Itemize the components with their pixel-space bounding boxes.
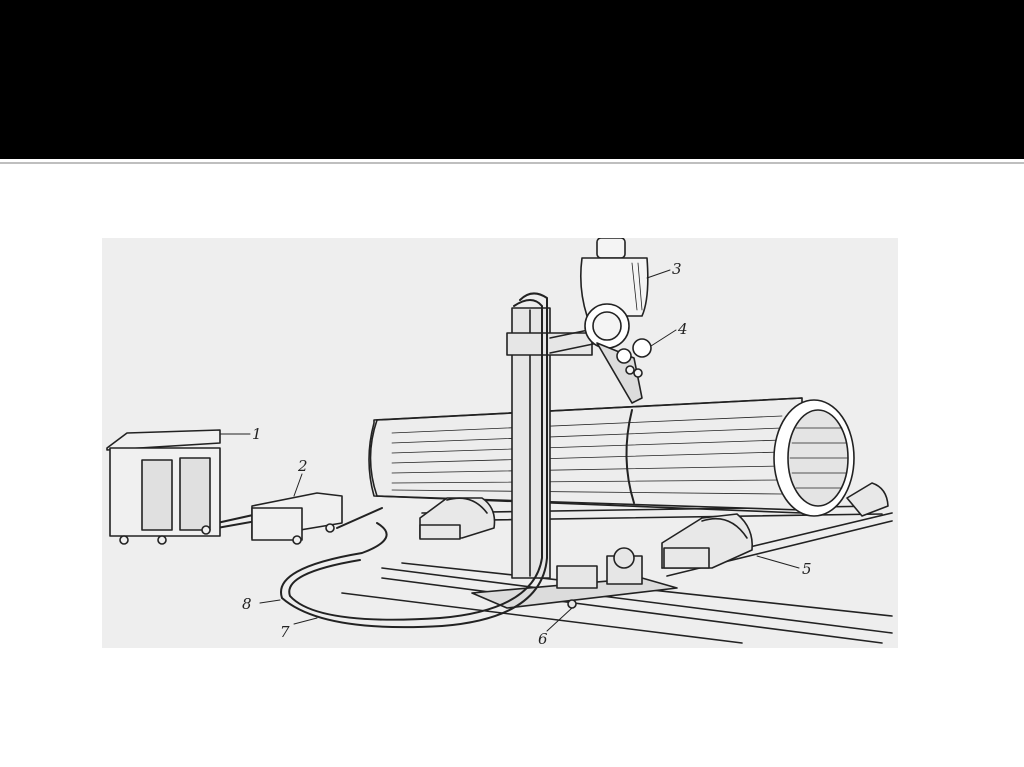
roller-rear-right: [846, 482, 889, 517]
label-4: 4: [677, 320, 688, 338]
roller-rear-left: [419, 497, 496, 540]
slide-title-bar: [0, 0, 1024, 159]
label-5: 5: [802, 560, 812, 578]
label-2: 2: [297, 457, 308, 475]
control-box: [251, 492, 343, 545]
label-1: 1: [252, 425, 262, 443]
label-8: 8: [242, 595, 252, 613]
pipe: [368, 397, 855, 517]
label-6: 6: [538, 630, 548, 648]
floor-rails: [341, 562, 893, 644]
welding-power-source: [106, 429, 221, 545]
label-3: 3: [672, 260, 682, 278]
callout-leaders: [219, 269, 800, 632]
label-7: 7: [280, 623, 290, 641]
roller-front-right: [661, 513, 754, 569]
welding-setup-diagram: 1 2 3 4 5 6 7 8: [102, 238, 898, 648]
title-divider-line: [0, 162, 1024, 164]
welding-head: [580, 238, 652, 404]
